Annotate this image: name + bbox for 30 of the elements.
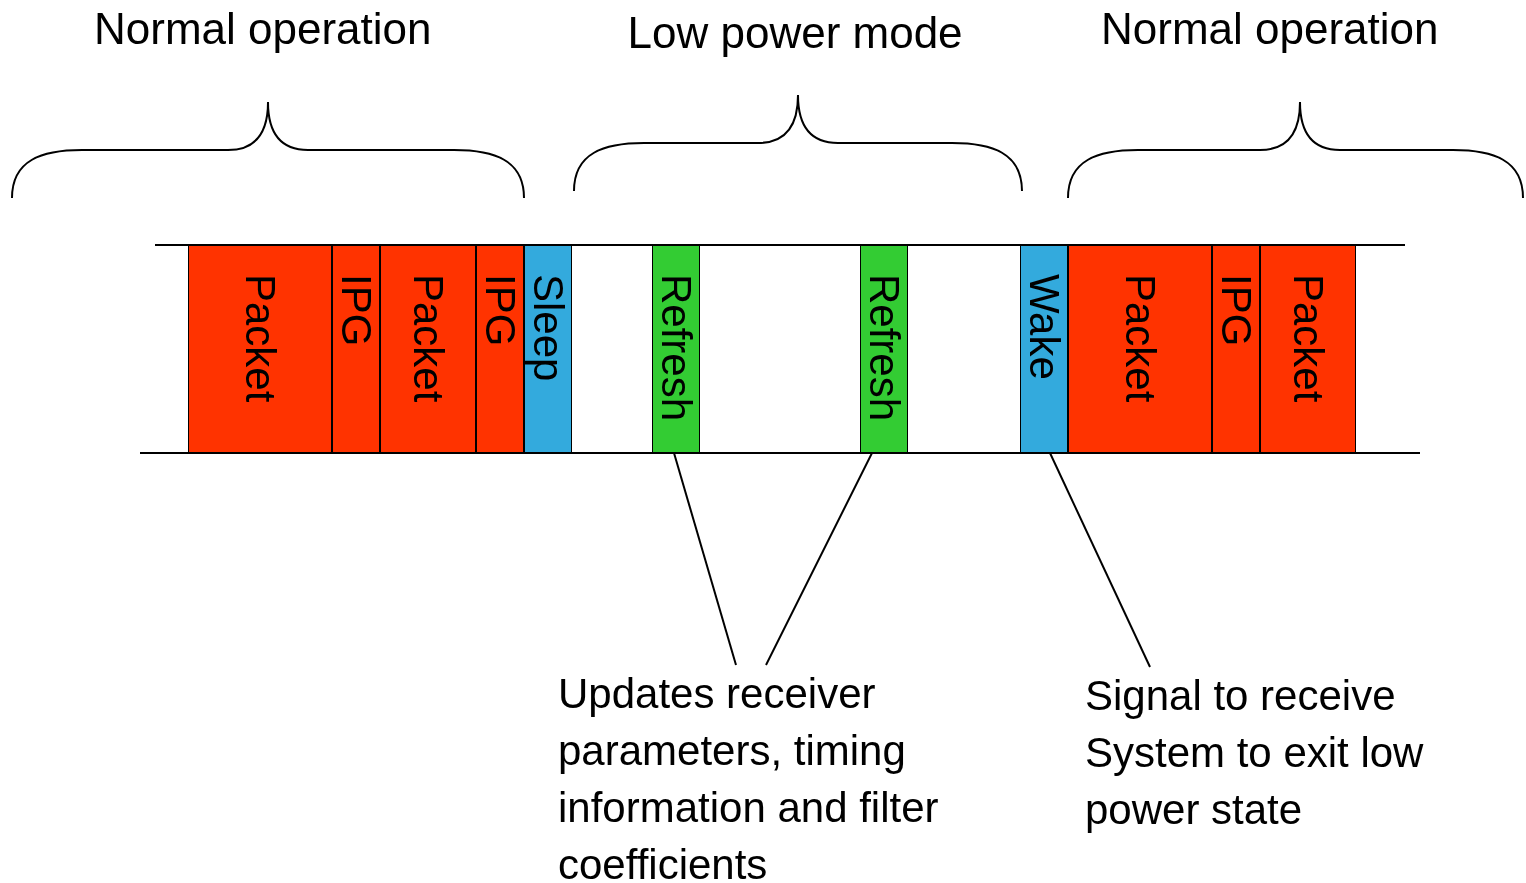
refresh-block xyxy=(652,245,700,453)
packet-block xyxy=(188,245,332,453)
block-label: IPG xyxy=(335,274,377,347)
refresh-block xyxy=(860,245,908,453)
gap-block xyxy=(332,245,380,453)
leader-line xyxy=(1049,452,1151,668)
leader-line xyxy=(765,452,873,666)
block-label: IPG xyxy=(479,274,521,347)
block-label: Packet xyxy=(239,274,281,403)
block-label: Sleep xyxy=(527,274,569,382)
block-label: Packet xyxy=(407,274,449,403)
block-label: Refresh xyxy=(655,274,697,422)
block-label: Refresh xyxy=(863,274,905,422)
block-label: IPG xyxy=(1215,274,1257,347)
block-label: Packet xyxy=(1119,274,1161,403)
section-heading: Normal operation xyxy=(94,4,432,54)
gap-block xyxy=(1212,245,1260,453)
block-label: Packet xyxy=(1287,274,1329,403)
callout-text: Signal to receive System to exit low power state xyxy=(1085,667,1485,838)
packet-block xyxy=(1068,245,1212,453)
section-heading: Normal operation xyxy=(1101,4,1439,54)
sleep-block xyxy=(524,245,572,453)
block-label: Wake xyxy=(1023,274,1065,380)
callout-text: Updates receiver parameters, timing information and filter coefficients xyxy=(558,665,978,883)
section-heading: Low power mode xyxy=(627,8,963,58)
packet-block xyxy=(1260,245,1356,453)
wake-block xyxy=(1020,245,1068,453)
gap-block xyxy=(476,245,524,453)
leader-line xyxy=(673,452,737,666)
packet-block xyxy=(380,245,476,453)
